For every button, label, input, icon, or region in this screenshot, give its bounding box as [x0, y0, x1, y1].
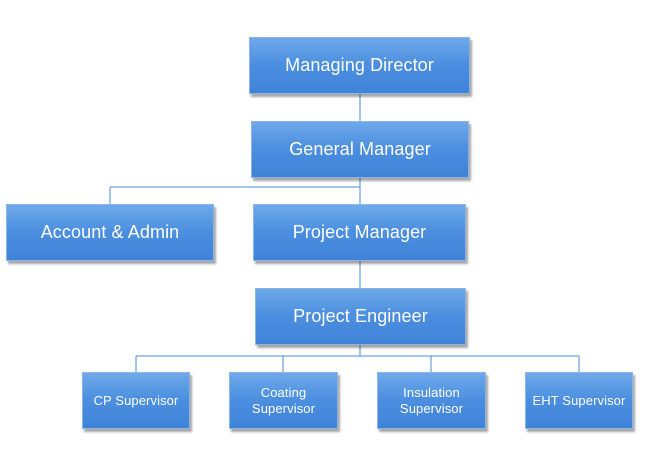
managing-director-box: Managing Director	[249, 37, 470, 97]
project-engineer-box: Project Engineer	[255, 288, 466, 348]
coating-supervisor-box: Coating Supervisor	[229, 372, 338, 432]
general-manager-label: General Manager	[289, 138, 431, 159]
project-engineer-label: Project Engineer	[293, 305, 428, 326]
insulation-supervisor-box: Insulation Supervisor	[377, 372, 486, 432]
cp-supervisor-label: CP Supervisor	[93, 392, 179, 408]
insulation-supervisor-label: Insulation Supervisor	[399, 384, 464, 416]
account-admin-box: Account & Admin	[6, 204, 214, 264]
general-manager-box: General Manager	[251, 121, 469, 181]
project-manager-label: Project Manager	[292, 221, 427, 242]
cp-supervisor-box: CP Supervisor	[82, 372, 190, 432]
eht-supervisor-box: EHT Supervisor	[525, 372, 633, 432]
coating-supervisor-label: Coating Supervisor	[251, 384, 316, 416]
project-manager-box: Project Manager	[253, 204, 466, 264]
eht-supervisor-label: EHT Supervisor	[532, 392, 626, 408]
account-admin-label: Account & Admin	[40, 221, 180, 242]
managing-director-label: Managing Director	[285, 54, 434, 75]
